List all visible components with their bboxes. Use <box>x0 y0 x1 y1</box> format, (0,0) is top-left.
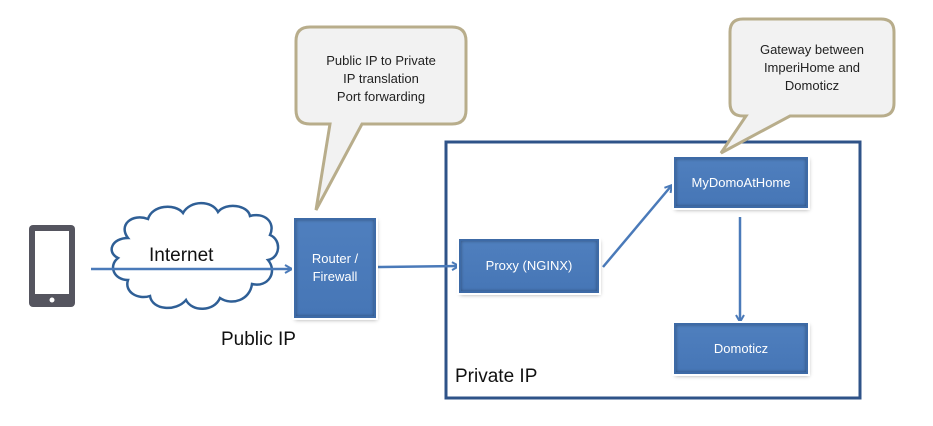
internet-label: Internet <box>149 245 214 266</box>
proxy-node-label: Proxy (NGINX) <box>485 258 573 273</box>
edge-router-to-proxy <box>377 266 459 267</box>
mydomoathome-node-label: MyDomoAtHome <box>691 174 791 190</box>
domoticz-node-label: Domoticz <box>713 340 769 356</box>
private-network-frame <box>444 140 862 400</box>
gateway-callout-line: Gateway between <box>759 42 865 57</box>
gateway-callout-line: ImperiHome and <box>763 60 861 75</box>
gateway-callout-text: Gateway between ImperiHome and Domoticz <box>730 41 894 95</box>
mydomoathome-node[interactable]: MyDomoAtHome <box>672 155 810 210</box>
domoticz-node[interactable]: Domoticz <box>672 321 810 376</box>
router-callout-line: Port forwarding <box>336 89 426 104</box>
router-callout-text: Public IP to Private IP translation Port… <box>296 52 466 106</box>
router-callout-line: IP translation <box>343 71 419 86</box>
cloud-icon <box>110 201 280 310</box>
router-node-line: Firewall <box>312 269 358 284</box>
router-node-line: Router / <box>311 251 359 266</box>
gateway-callout-line: Domoticz <box>784 78 840 93</box>
router-callout-bubble <box>294 25 468 211</box>
private-ip-label: Private IP <box>455 366 538 387</box>
smartphone-icon <box>29 225 75 307</box>
public-ip-label: Public IP <box>221 329 296 350</box>
edge-proxy-to-mydomoathome <box>602 185 672 268</box>
router-callout-line: Public IP to Private <box>326 53 436 68</box>
router-firewall-node[interactable]: Router / Firewall <box>292 216 378 320</box>
proxy-nginx-node[interactable]: Proxy (NGINX) <box>457 237 601 295</box>
gateway-callout-bubble <box>719 17 896 155</box>
